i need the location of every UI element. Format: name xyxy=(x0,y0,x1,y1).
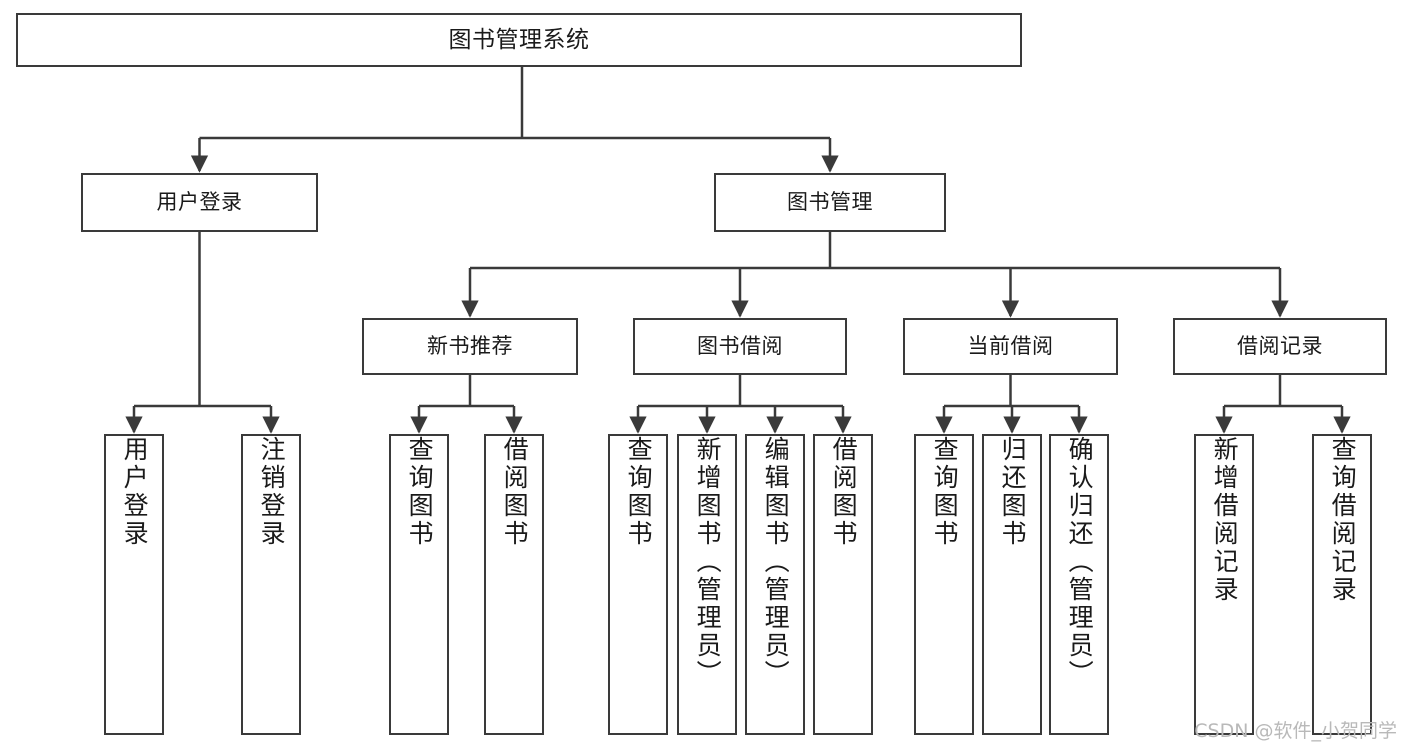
level2-node-new-book-recommend-label: 新书推荐 xyxy=(427,334,513,359)
csdn-watermark: CSDN @软件_小贺同学 xyxy=(1194,720,1397,742)
leaf-node-leaf-confirm-return-label: 确认归还（管理员） xyxy=(1065,436,1095,688)
leaf-node-leaf-query-record-label: 查询借阅记录 xyxy=(1328,436,1358,604)
leaf-node-leaf-confirm-return[interactable]: 确认归还（管理员） xyxy=(1049,434,1109,735)
level2-node-new-book-recommend[interactable]: 新书推荐 xyxy=(362,318,578,375)
leaf-node-leaf-query-book-2-label: 查询图书 xyxy=(624,436,654,548)
leaf-node-leaf-edit-book[interactable]: 编辑图书（管理员） xyxy=(745,434,805,735)
level1-node-book-manage[interactable]: 图书管理 xyxy=(714,173,946,232)
leaf-node-leaf-return-book[interactable]: 归还图书 xyxy=(982,434,1042,735)
root-node-book-management-system[interactable]: 图书管理系统 xyxy=(16,13,1022,67)
leaf-node-leaf-logout[interactable]: 注销登录 xyxy=(241,434,301,735)
leaf-node-leaf-add-record[interactable]: 新增借阅记录 xyxy=(1194,434,1254,735)
leaf-node-leaf-query-book-3-label: 查询图书 xyxy=(930,436,960,548)
level2-node-current-borrow[interactable]: 当前借阅 xyxy=(903,318,1118,375)
leaf-node-leaf-query-book-1-label: 查询图书 xyxy=(405,436,435,548)
level1-node-user-login[interactable]: 用户登录 xyxy=(81,173,318,232)
leaf-node-leaf-borrow-book-2-label: 借阅图书 xyxy=(829,436,859,548)
level1-node-book-manage-label: 图书管理 xyxy=(787,190,873,215)
leaf-node-leaf-add-book[interactable]: 新增图书（管理员） xyxy=(677,434,737,735)
leaf-node-leaf-logout-label: 注销登录 xyxy=(257,436,287,548)
leaf-node-leaf-user-login-label: 用户登录 xyxy=(120,436,150,548)
leaf-node-leaf-borrow-book-1-label: 借阅图书 xyxy=(500,436,530,548)
leaf-node-leaf-borrow-book-1[interactable]: 借阅图书 xyxy=(484,434,544,735)
level2-node-borrow-record-label: 借阅记录 xyxy=(1237,334,1323,359)
root-node-book-management-system-label: 图书管理系统 xyxy=(448,26,590,53)
leaf-node-leaf-query-record[interactable]: 查询借阅记录 xyxy=(1312,434,1372,735)
level2-node-book-borrow[interactable]: 图书借阅 xyxy=(633,318,847,375)
leaf-node-leaf-return-book-label: 归还图书 xyxy=(998,436,1028,548)
level1-node-user-login-label: 用户登录 xyxy=(156,190,243,215)
leaf-node-leaf-query-book-2[interactable]: 查询图书 xyxy=(608,434,668,735)
leaf-node-leaf-add-book-label: 新增图书（管理员） xyxy=(693,436,723,688)
leaf-node-leaf-edit-book-label: 编辑图书（管理员） xyxy=(761,436,791,688)
leaf-node-leaf-add-record-label: 新增借阅记录 xyxy=(1210,436,1240,604)
leaf-node-leaf-query-book-1[interactable]: 查询图书 xyxy=(389,434,449,735)
level2-node-borrow-record[interactable]: 借阅记录 xyxy=(1173,318,1387,375)
leaf-node-leaf-user-login[interactable]: 用户登录 xyxy=(104,434,164,735)
level2-node-current-borrow-label: 当前借阅 xyxy=(967,334,1054,359)
level2-node-book-borrow-label: 图书借阅 xyxy=(697,334,783,359)
leaf-node-leaf-borrow-book-2[interactable]: 借阅图书 xyxy=(813,434,873,735)
leaf-node-leaf-query-book-3[interactable]: 查询图书 xyxy=(914,434,974,735)
